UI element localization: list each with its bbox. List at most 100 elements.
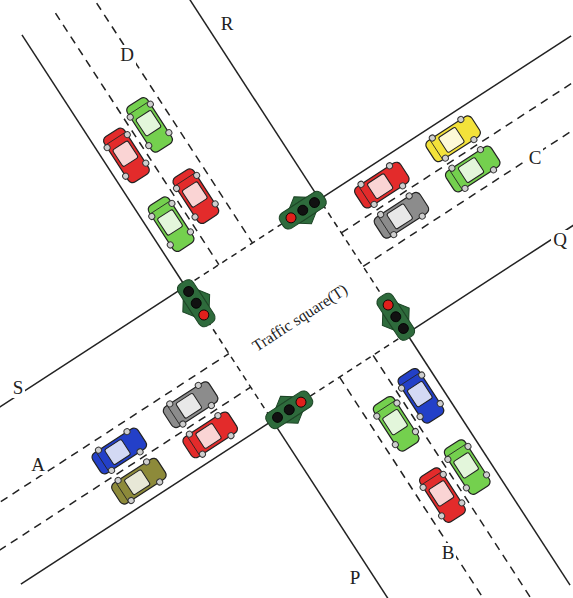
car-part	[458, 157, 485, 183]
wheel	[482, 471, 490, 479]
signal-lamp	[381, 298, 395, 312]
wheel	[168, 199, 176, 207]
wheel	[156, 478, 164, 486]
signal-lamp	[189, 296, 203, 310]
wheel	[142, 458, 150, 466]
wheel	[191, 213, 199, 221]
wheel	[148, 212, 156, 220]
car-part	[102, 126, 152, 184]
wheel	[121, 172, 129, 180]
light-housing	[263, 389, 315, 431]
wheel	[444, 455, 452, 463]
car-part	[116, 482, 129, 502]
car-part	[444, 144, 502, 194]
road-label: D	[118, 45, 136, 66]
wheel	[126, 113, 134, 121]
square-label: Traffic square(T)	[248, 280, 353, 357]
wheel	[391, 440, 399, 448]
car-part	[438, 127, 465, 153]
wheel	[172, 184, 180, 192]
signal-lamp	[389, 310, 403, 324]
wheel	[207, 401, 215, 409]
wheel	[165, 128, 173, 136]
wheel	[405, 192, 413, 200]
car-part	[175, 173, 195, 186]
car-part	[187, 436, 200, 456]
road-label: B	[440, 543, 457, 564]
wheel	[214, 411, 222, 419]
car	[442, 142, 504, 197]
car-part	[110, 456, 168, 506]
wheel	[397, 384, 405, 392]
car-part	[124, 469, 151, 495]
wheel	[357, 180, 365, 188]
road-label: Q	[551, 230, 569, 251]
car	[99, 125, 154, 187]
signal-lamp	[294, 395, 308, 409]
light-housing	[175, 277, 217, 329]
car-part	[105, 132, 125, 145]
traffic-light	[169, 274, 223, 333]
car-part	[96, 452, 109, 472]
car-part	[157, 209, 183, 236]
car-part	[386, 203, 413, 229]
signal-lamp	[182, 285, 196, 299]
wheel	[416, 412, 424, 420]
car-part	[407, 381, 433, 408]
wheel	[227, 432, 235, 440]
car-part	[176, 393, 203, 419]
car-part	[167, 406, 180, 426]
road-label: C	[527, 148, 544, 169]
car-part	[421, 472, 441, 485]
wheel	[419, 483, 427, 491]
wheel	[458, 499, 466, 507]
wheel	[376, 210, 384, 218]
traffic-light	[369, 287, 423, 346]
car-part	[112, 140, 138, 167]
wheel	[418, 212, 426, 220]
wheel	[146, 100, 154, 108]
car	[371, 188, 433, 243]
car-part	[135, 110, 161, 137]
wheel	[145, 142, 153, 150]
car	[179, 408, 241, 463]
wheel	[103, 144, 111, 152]
car-part	[378, 216, 391, 236]
wheel	[441, 154, 449, 162]
car	[144, 193, 199, 255]
car-part	[104, 439, 131, 465]
wheel	[166, 241, 174, 249]
wheel	[398, 182, 406, 190]
signal-lamp	[284, 211, 298, 225]
road-label: R	[219, 14, 236, 35]
car-part	[150, 201, 170, 214]
square-stop-line	[185, 199, 406, 420]
wheel	[179, 420, 187, 428]
wheel	[393, 399, 401, 407]
signal-lamp	[308, 196, 322, 210]
wheel	[476, 146, 484, 154]
traffic-lights	[163, 177, 429, 443]
road-label: A	[29, 455, 47, 476]
car-part	[442, 438, 492, 496]
car-part	[382, 409, 408, 436]
wheel	[470, 135, 478, 143]
wheel	[198, 450, 206, 458]
wheel	[418, 371, 426, 379]
car-part	[400, 373, 420, 386]
signal-lamp	[296, 203, 310, 217]
wheel	[373, 412, 381, 420]
wheel	[166, 400, 174, 408]
signal-lamp	[396, 322, 410, 336]
road-label: S	[11, 378, 26, 399]
wheel	[107, 466, 115, 474]
wheel	[385, 162, 393, 170]
wheel	[411, 427, 419, 435]
wheel	[123, 428, 131, 436]
wheel	[461, 184, 469, 192]
